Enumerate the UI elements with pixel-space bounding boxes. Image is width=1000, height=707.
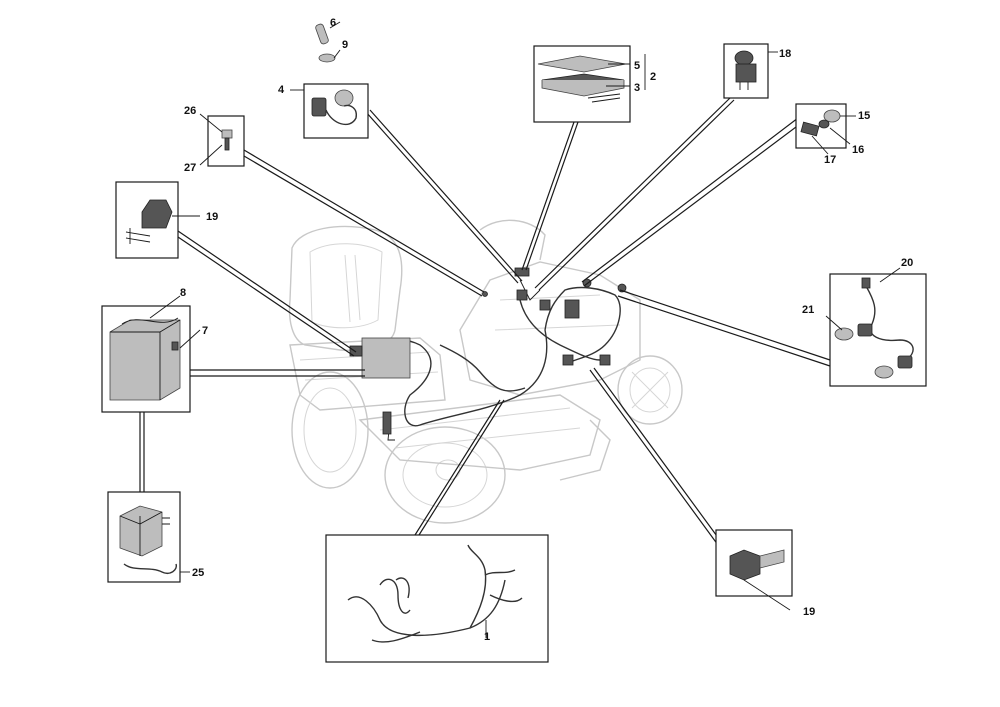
bolt-head-icon bbox=[221, 129, 233, 139]
callout-15: 15 bbox=[858, 110, 870, 122]
seat-switch-icon bbox=[141, 199, 173, 229]
callout-17: 17 bbox=[824, 154, 836, 166]
wiring-harness-detail bbox=[325, 534, 549, 663]
charger-icon bbox=[119, 505, 163, 557]
callout-25: 25 bbox=[192, 567, 204, 579]
callout-19-right: 19 bbox=[803, 606, 815, 618]
callout-5: 5 bbox=[634, 60, 640, 72]
callout-2: 2 bbox=[650, 71, 656, 83]
ignition-key-icon bbox=[315, 23, 329, 45]
leader-lines bbox=[139, 97, 831, 546]
bolt-detail bbox=[199, 113, 245, 167]
callout-20: 20 bbox=[901, 257, 913, 269]
headlight-wiring-detail bbox=[825, 267, 927, 387]
battery-icon bbox=[109, 319, 181, 401]
relay-icon bbox=[729, 549, 761, 581]
fuse-box-detail bbox=[533, 45, 646, 123]
seat-switch-detail bbox=[115, 181, 200, 259]
callout-16: 16 bbox=[852, 144, 864, 156]
callout-3: 3 bbox=[634, 82, 640, 94]
push-switch-detail bbox=[723, 43, 778, 99]
callout-8: 8 bbox=[180, 287, 186, 299]
battery-detail bbox=[101, 295, 201, 413]
mower-wiring-harness bbox=[349, 267, 627, 441]
key-nut-icon bbox=[318, 53, 336, 63]
callout-27: 27 bbox=[184, 162, 196, 174]
callout-21: 21 bbox=[802, 304, 814, 316]
mower-outline bbox=[288, 219, 683, 524]
key-switch-connector-icon bbox=[311, 97, 327, 117]
lamp-socket-icon bbox=[800, 121, 820, 137]
headlight-bulb-icon bbox=[834, 327, 854, 341]
callout-18: 18 bbox=[779, 48, 791, 60]
relay-detail bbox=[715, 529, 793, 611]
callout-4: 4 bbox=[278, 84, 285, 96]
key-switch-detail bbox=[290, 21, 369, 139]
callout-19-left: 19 bbox=[206, 211, 218, 223]
callout-labels: 1 2 3 4 5 6 7 8 9 15 16 17 18 19 19 20 2… bbox=[180, 17, 913, 643]
callout-7: 7 bbox=[202, 325, 208, 337]
callout-26: 26 bbox=[184, 105, 196, 117]
lamp-holder-detail bbox=[795, 103, 856, 155]
callout-6: 6 bbox=[330, 17, 336, 29]
battery-charger-detail bbox=[107, 491, 190, 583]
callout-1: 1 bbox=[484, 631, 490, 643]
callout-9: 9 bbox=[342, 39, 348, 51]
switch-button-icon bbox=[734, 50, 754, 66]
